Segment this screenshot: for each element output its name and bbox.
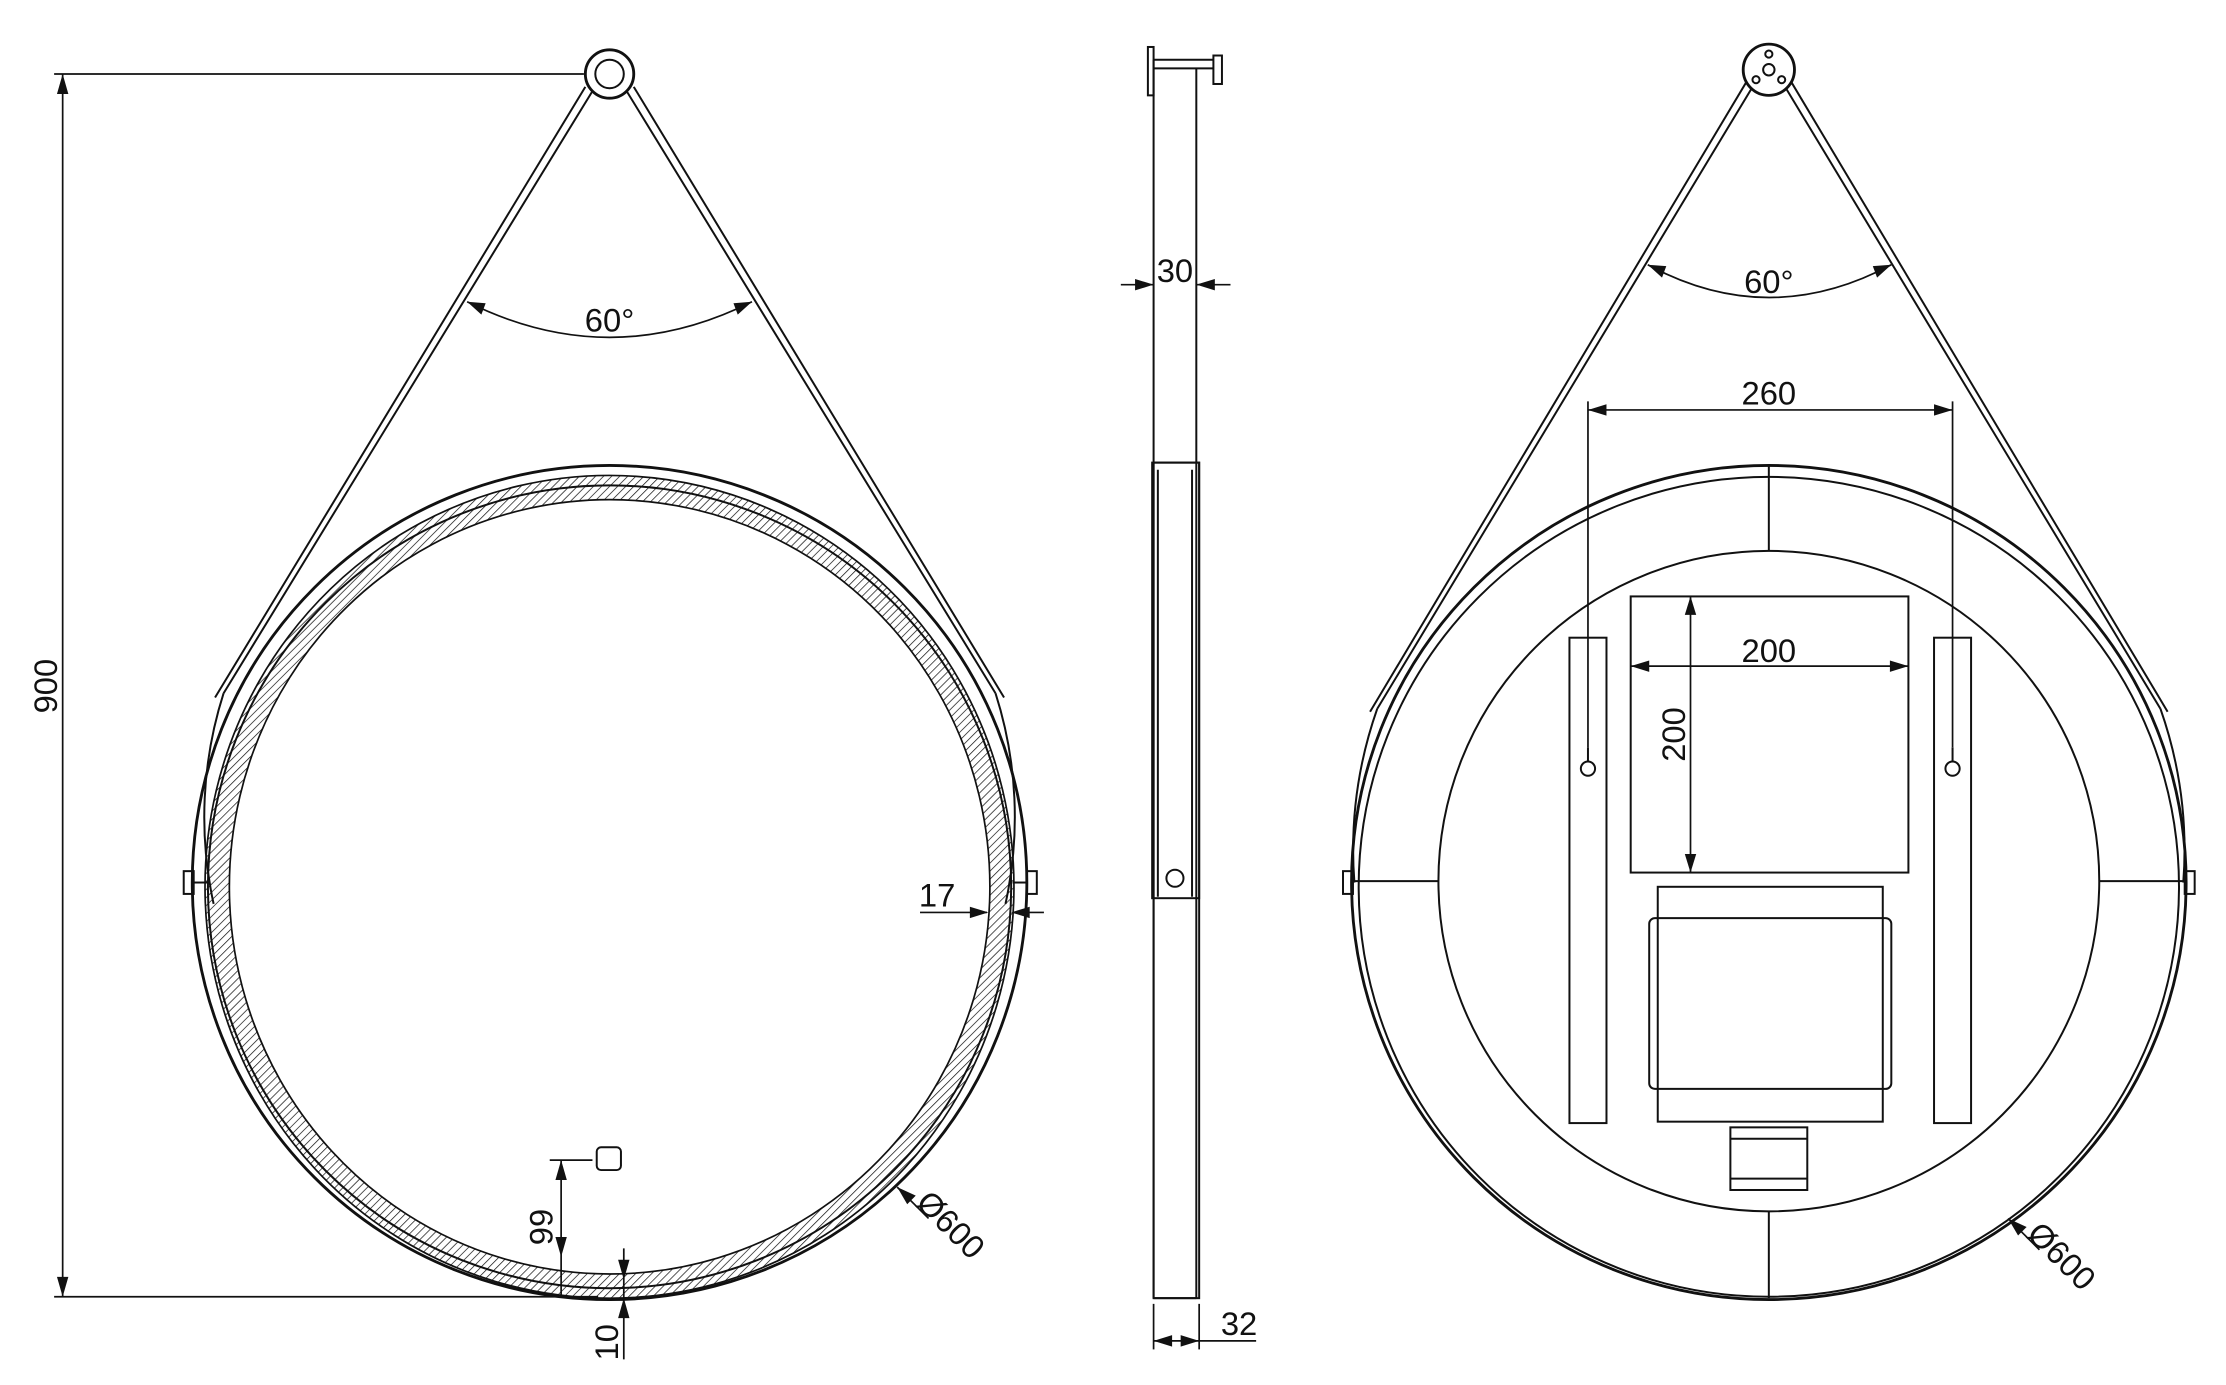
keyhole-right bbox=[1944, 747, 1961, 777]
driver-body bbox=[1648, 917, 1893, 1090]
angle-dimension-back: 60° bbox=[1647, 263, 1892, 300]
box-width-dimension: 200 bbox=[1630, 632, 1909, 672]
strap-thickness-dimension: 30 bbox=[1120, 252, 1231, 291]
hanger-ring-inner bbox=[594, 58, 625, 90]
wall-mount-disc bbox=[1741, 42, 1796, 97]
height-label: 900 bbox=[27, 659, 64, 714]
frame-width-dimension: 17 bbox=[919, 877, 1044, 919]
switch-box bbox=[1729, 1126, 1809, 1191]
strap-stud-left bbox=[182, 870, 208, 895]
angle-label-back: 60° bbox=[1744, 263, 1794, 300]
strap-thickness-label: 30 bbox=[1157, 252, 1193, 289]
strap-side bbox=[1151, 461, 1201, 900]
side-view: 30 32 bbox=[1120, 45, 1257, 1350]
touch-sensor-icon bbox=[595, 1146, 622, 1172]
box-height-label: 200 bbox=[1655, 707, 1692, 762]
mirror-outer-edge bbox=[190, 464, 1029, 1302]
mount-screw-right bbox=[1777, 75, 1787, 85]
mount-screw-top bbox=[1764, 49, 1774, 59]
box-height-dimension: 200 bbox=[1655, 596, 1697, 873]
bracket-spacing-label: 260 bbox=[1742, 374, 1797, 411]
diameter-label-front: Ø600 bbox=[910, 1183, 993, 1266]
stud-side bbox=[1165, 868, 1185, 888]
led-ring-hatch bbox=[204, 474, 1015, 1299]
hanger-ring-outer bbox=[583, 48, 636, 100]
frame-width-label: 17 bbox=[919, 877, 955, 914]
angle-label-front: 60° bbox=[585, 302, 635, 339]
diameter-dimension-back: Ø600 bbox=[2007, 1214, 2103, 1297]
diameter-label-back: Ø600 bbox=[2020, 1214, 2103, 1297]
bottom-offset-label: 10 bbox=[588, 1324, 625, 1360]
depth-label: 32 bbox=[1221, 1305, 1257, 1342]
strap bbox=[203, 86, 1016, 905]
depth-dimension: 32 bbox=[1152, 1303, 1257, 1350]
bottom-offset-dimension: 10 bbox=[588, 1248, 630, 1361]
box-width-label: 200 bbox=[1742, 632, 1797, 669]
strap-stud-right-back bbox=[2183, 870, 2196, 895]
strap-stud-right bbox=[1012, 870, 1038, 895]
driver-housing bbox=[1656, 885, 1884, 1123]
strap-back bbox=[1352, 82, 2186, 883]
keyhole-left bbox=[1579, 747, 1597, 777]
height-dimension: 900 bbox=[27, 73, 599, 1298]
hook-cap bbox=[1212, 54, 1223, 85]
sensor-height-label: 99 bbox=[523, 1209, 560, 1245]
diameter-dimension-front: Ø600 bbox=[896, 1183, 993, 1266]
mount-screw-left bbox=[1751, 75, 1761, 85]
bracket-spacing-dimension: 260 bbox=[1587, 374, 1954, 748]
mount-screw-center bbox=[1762, 63, 1776, 77]
strap-stud-left-back bbox=[1342, 870, 1354, 895]
junction-box bbox=[1629, 595, 1910, 874]
angle-dimension-front: 60° bbox=[466, 301, 753, 339]
front-view: 900 60° 17 Ø600 99 bbox=[27, 48, 1044, 1361]
back-view: 60° 260 200 200 Ø600 bbox=[1342, 42, 2196, 1302]
sensor-height-dimension: 99 bbox=[523, 1159, 593, 1296]
